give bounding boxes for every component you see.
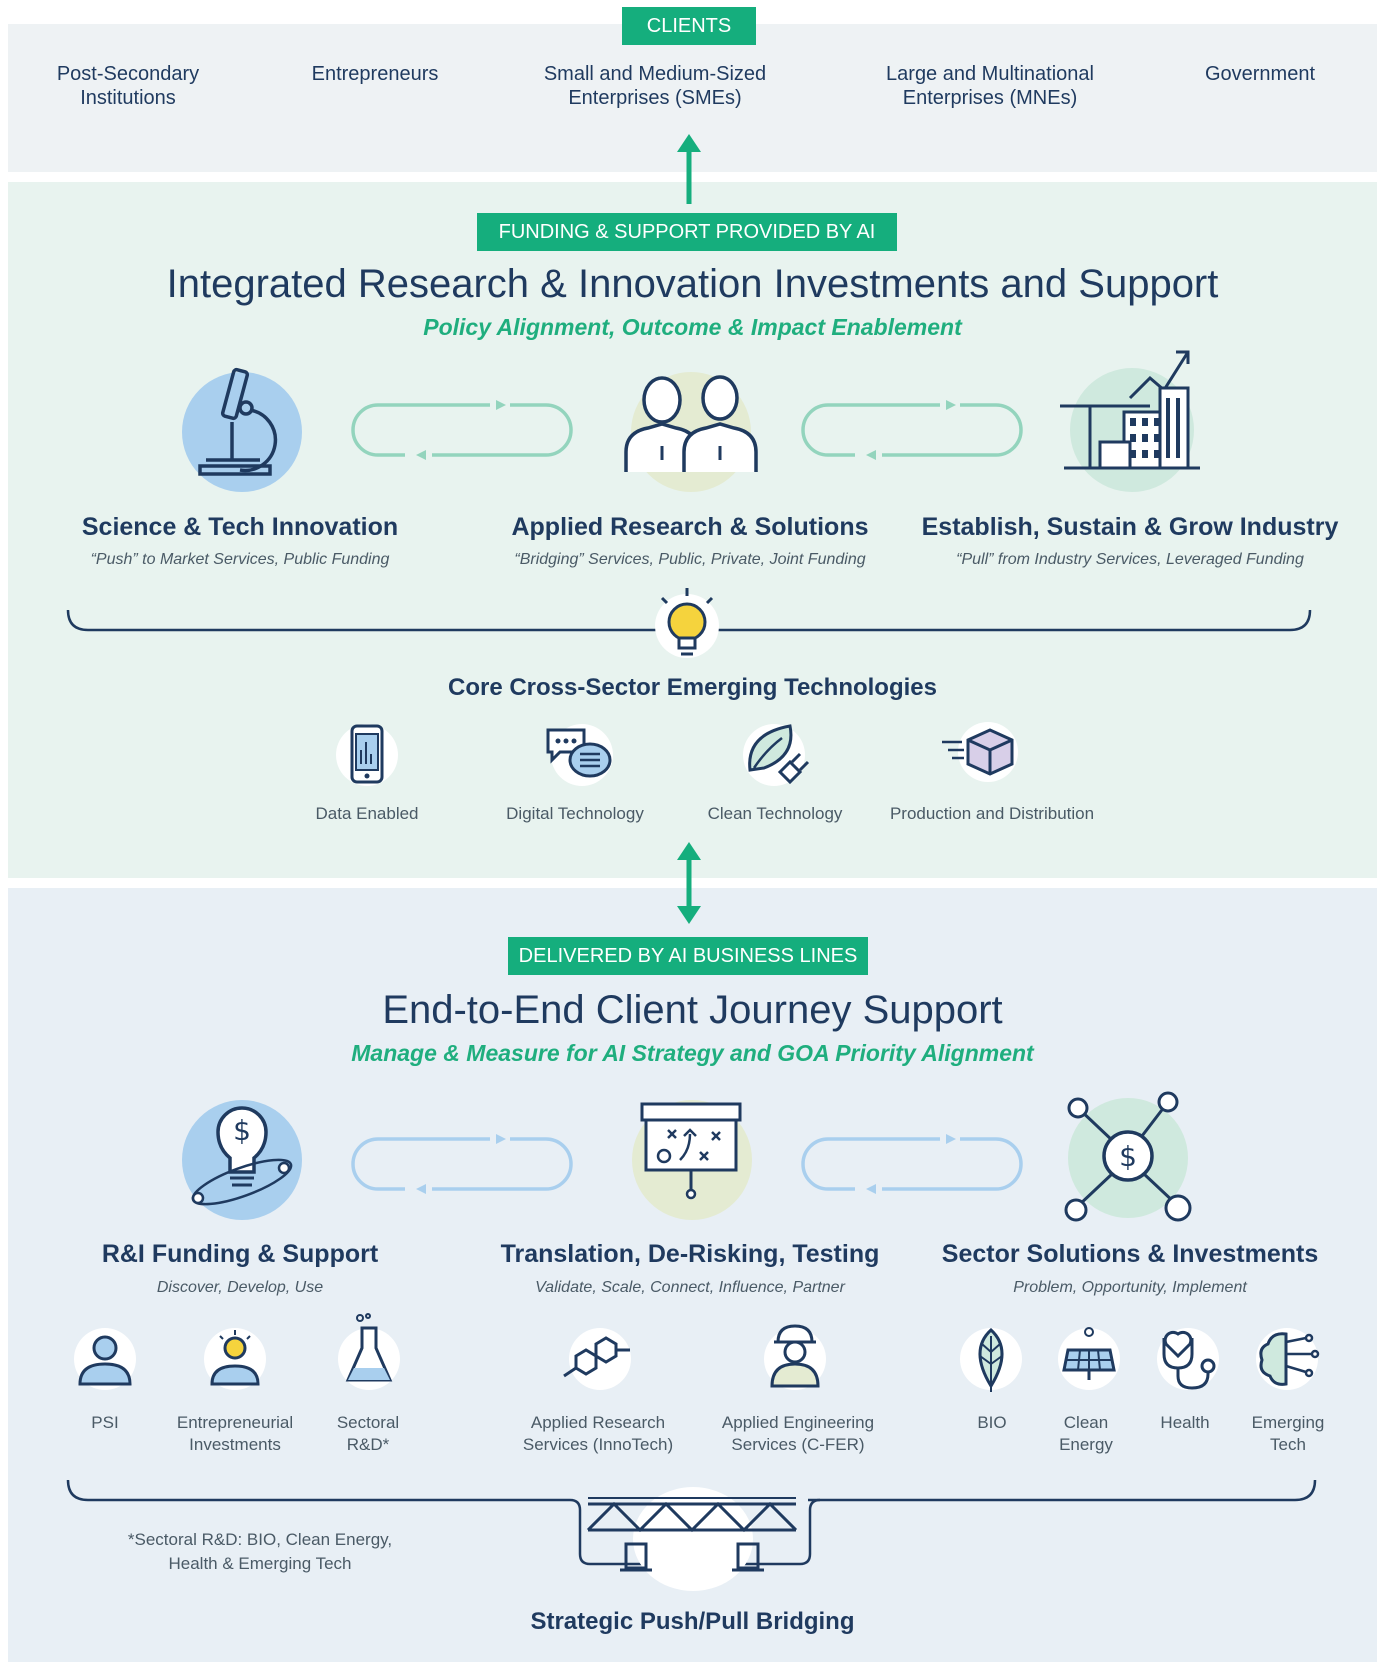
pillar-title-funding: R&I Funding & Support: [101, 1240, 379, 1268]
service-label-innotech: Applied Research Services (InnoTech): [500, 1412, 696, 1456]
leaf-icon: [960, 1327, 1022, 1392]
label-line1: Applied Research: [530, 1413, 666, 1432]
cycle-arrows-icon: [351, 400, 573, 460]
label-line1: PSI: [91, 1413, 119, 1432]
service-label-emerging: Emerging Tech: [1240, 1412, 1336, 1456]
footnote-line2: Health & Emerging Tech: [168, 1554, 352, 1573]
pillar-title-translation: Translation, De-Risking, Testing: [500, 1240, 880, 1268]
label-line2: R&D*: [346, 1435, 390, 1454]
leaf-plug-icon: [743, 724, 810, 786]
industry-growth-icon: [1060, 350, 1200, 492]
core-label-clean: Clean Technology: [707, 804, 843, 823]
bridging-title: Strategic Push/Pull Bridging: [530, 1608, 855, 1635]
client-entrepreneurs: Entrepreneurs: [290, 62, 460, 86]
engineer-icon: [764, 1324, 826, 1390]
clients-tag: CLIENTS: [622, 7, 756, 45]
strategy-board-icon: [632, 1100, 752, 1220]
lightbulb-icon: [655, 588, 719, 658]
pillar-title-applied: Applied Research & Solutions: [511, 513, 869, 541]
pillar-sub-sector: Problem, Opportunity, Implement: [1013, 1279, 1247, 1296]
package-icon: [942, 722, 1018, 782]
label-line1: Applied Engineering: [721, 1413, 875, 1432]
client-line1: Government: [1204, 63, 1316, 85]
sectoral-footnote: *Sectoral R&D: BIO, Clean Energy, Health…: [100, 1528, 420, 1576]
pillar-sub-science: “Push” to Market Services, Public Fundin…: [90, 551, 390, 568]
client-government: Government: [1180, 62, 1340, 86]
cycle-arrows-icon: [801, 1134, 1023, 1194]
dollar-network-icon: $: [1064, 1091, 1192, 1222]
svg-text:$: $: [233, 1114, 251, 1147]
stethoscope-icon: [1157, 1328, 1219, 1390]
pillar-sub-applied: “Bridging” Services, Public, Private, Jo…: [514, 551, 866, 568]
core-label-data: Data Enabled: [315, 804, 419, 823]
support-panel: [8, 182, 1377, 878]
label-line1: Entrepreneurial: [176, 1413, 294, 1432]
client-line2: Enterprises (MNEs): [902, 87, 1078, 109]
footnote-line1: *Sectoral R&D: BIO, Clean Energy,: [127, 1530, 393, 1549]
label-line2: Tech: [1270, 1435, 1306, 1454]
delivery-title: End-to-End Client Journey Support: [382, 988, 1003, 1032]
microscope-icon: [182, 367, 302, 492]
chat-bubbles-icon: [546, 724, 613, 786]
delivery-tag: DELIVERED BY AI BUSINESS LINES: [508, 937, 868, 975]
service-label-clean-energy: Clean Energy: [1044, 1412, 1128, 1456]
service-label-health: Health: [1140, 1412, 1230, 1434]
brain-circuit-icon: [1256, 1328, 1320, 1390]
researchers-icon: [624, 372, 758, 492]
label-line1: Clean: [1063, 1413, 1109, 1432]
label-line2: Investments: [189, 1435, 281, 1454]
core-label-digital: Digital Technology: [506, 804, 644, 823]
smartphone-chart-icon: [336, 724, 398, 786]
client-line2: Institutions: [80, 87, 176, 109]
molecule-icon: [563, 1328, 631, 1390]
cycle-arrows-icon: [801, 400, 1023, 460]
pillar-sub-funding: Discover, Develop, Use: [156, 1279, 324, 1296]
person-icon: [74, 1328, 136, 1390]
pillar-title-sector: Sector Solutions & Investments: [941, 1240, 1319, 1268]
delivery-subtitle: Manage & Measure for AI Strategy and GOA…: [351, 1040, 1034, 1066]
label-line2: Services (C-FER): [731, 1435, 865, 1454]
dollar-lightbulb-icon: $: [182, 1100, 302, 1220]
label-line1: Sectoral: [336, 1413, 400, 1432]
client-line1: Small and Medium-Sized: [543, 63, 767, 85]
pillar-title-science: Science & Tech Innovation: [81, 513, 399, 541]
pillar-title-industry: Establish, Sustain & Grow Industry: [921, 513, 1339, 541]
client-post-secondary: Post-Secondary Institutions: [38, 62, 218, 110]
client-line1: Post-Secondary: [56, 63, 200, 85]
service-label-bio: BIO: [950, 1412, 1034, 1434]
client-line2: Enterprises (SMEs): [568, 87, 742, 109]
client-line1: Entrepreneurs: [311, 63, 439, 85]
service-label-sectoral: Sectoral R&D*: [318, 1412, 418, 1456]
support-subtitle: Policy Alignment, Outcome & Impact Enabl…: [423, 314, 962, 340]
label-line1: Health: [1160, 1413, 1210, 1432]
label-line1: BIO: [977, 1413, 1007, 1432]
core-tech-title: Core Cross-Sector Emerging Technologies: [448, 674, 937, 701]
label-line1: Emerging: [1251, 1413, 1325, 1432]
pillar-sub-industry: “Pull” from Industry Services, Leveraged…: [956, 551, 1304, 568]
core-label-production: Production and Distribution: [889, 804, 1095, 823]
bridge-icon: [586, 1487, 798, 1591]
service-label-entrepreneurial: Entrepreneurial Investments: [160, 1412, 310, 1456]
service-label-psi: PSI: [55, 1412, 155, 1434]
service-label-cfer: Applied Engineering Services (C-FER): [700, 1412, 896, 1456]
flask-icon: [338, 1313, 400, 1390]
client-line1: Large and Multinational: [886, 63, 1094, 85]
pillar-sub-translation: Validate, Scale, Connect, Influence, Par…: [535, 1279, 845, 1296]
client-mnes: Large and Multinational Enterprises (MNE…: [865, 62, 1115, 110]
client-smes: Small and Medium-Sized Enterprises (SMEs…: [530, 62, 780, 110]
up-arrow-icon: [677, 134, 701, 204]
support-title: Integrated Research & Innovation Investm…: [166, 262, 1219, 306]
idea-person-icon: [204, 1328, 266, 1390]
label-line2: Energy: [1059, 1435, 1113, 1454]
double-arrow-icon: [677, 842, 701, 924]
cycle-arrows-icon: [351, 1134, 573, 1194]
solar-panel-icon: [1058, 1327, 1120, 1390]
label-line2: Services (InnoTech): [522, 1435, 674, 1454]
svg-text:$: $: [1119, 1140, 1137, 1173]
support-tag: FUNDING & SUPPORT PROVIDED BY AI: [477, 213, 897, 251]
